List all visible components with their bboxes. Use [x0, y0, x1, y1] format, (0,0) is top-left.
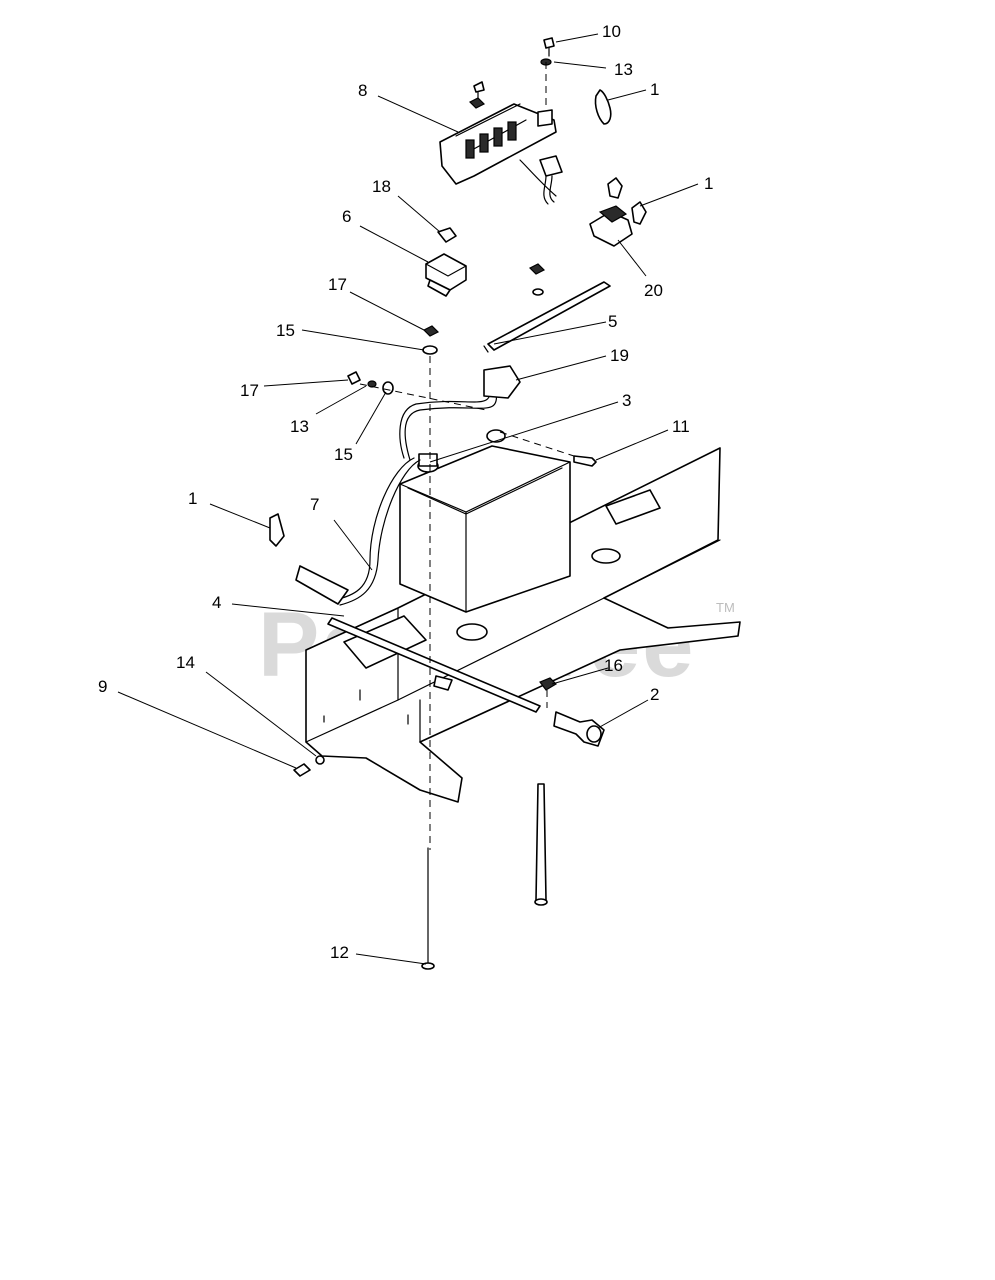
nut-17-left	[347, 371, 361, 385]
callout-labels: 10 13 1 8 1 18 6 20 17 5 15 19 17 3 11 1…	[98, 22, 713, 962]
positive-cable	[404, 389, 498, 461]
washer-14	[315, 755, 325, 765]
clip-18	[437, 227, 457, 243]
callout-4: 4	[212, 593, 221, 612]
callout-6: 6	[342, 207, 351, 226]
callout-1: 1	[188, 489, 197, 508]
screw-10	[543, 37, 555, 49]
terminal-boot	[483, 365, 521, 399]
callout-11: 11	[672, 417, 690, 436]
clip	[269, 513, 285, 547]
long-bolt	[535, 783, 547, 901]
callout-10: 10	[602, 22, 621, 41]
nut	[468, 97, 486, 109]
bolt-11	[573, 455, 597, 467]
voltage-regulator	[439, 103, 563, 205]
screw-9	[293, 763, 311, 777]
callout-5: 5	[608, 312, 617, 331]
washer-15-left	[382, 381, 394, 395]
callout-9: 9	[98, 677, 107, 696]
relay	[425, 253, 467, 297]
callout-1: 1	[650, 80, 659, 99]
callout-3: 3	[622, 391, 631, 410]
frame-slot	[605, 489, 661, 525]
callout-14: 14	[176, 653, 195, 672]
callout-17: 17	[328, 275, 347, 294]
callout-20: 20	[644, 281, 663, 300]
callout-12: 12	[330, 943, 349, 962]
battery-terminal-positive	[486, 429, 506, 443]
alignment-line	[359, 383, 487, 411]
callout-15: 15	[334, 445, 353, 464]
callout-19: 19	[610, 346, 629, 365]
clip	[594, 89, 612, 125]
callout-16: 16	[604, 656, 623, 675]
callout-1: 1	[704, 174, 713, 193]
nut	[528, 263, 546, 275]
callout-7: 7	[310, 495, 319, 514]
nut-16	[539, 677, 557, 691]
bracket-strip	[487, 281, 611, 351]
frame-hole	[591, 548, 621, 564]
watermark-trademark: TM	[716, 600, 735, 615]
leader-lines	[117, 33, 699, 965]
washer	[532, 288, 544, 296]
callout-13: 13	[614, 60, 633, 79]
callout-15: 15	[276, 321, 295, 340]
hold-down-rod	[327, 617, 541, 713]
screw	[473, 81, 485, 93]
callout-13: 13	[290, 417, 309, 436]
washer-13-left	[367, 380, 377, 388]
battery	[399, 429, 571, 613]
callout-2: 2	[650, 685, 659, 704]
washer-15	[422, 345, 438, 355]
negative-cable	[339, 459, 421, 606]
nut-17	[422, 325, 440, 337]
fuse-holder	[589, 177, 647, 247]
callout-8: 8	[358, 81, 367, 100]
callout-17: 17	[240, 381, 259, 400]
callout-18: 18	[372, 177, 391, 196]
cable-end-lug	[295, 565, 349, 605]
frame-hole	[456, 623, 488, 641]
